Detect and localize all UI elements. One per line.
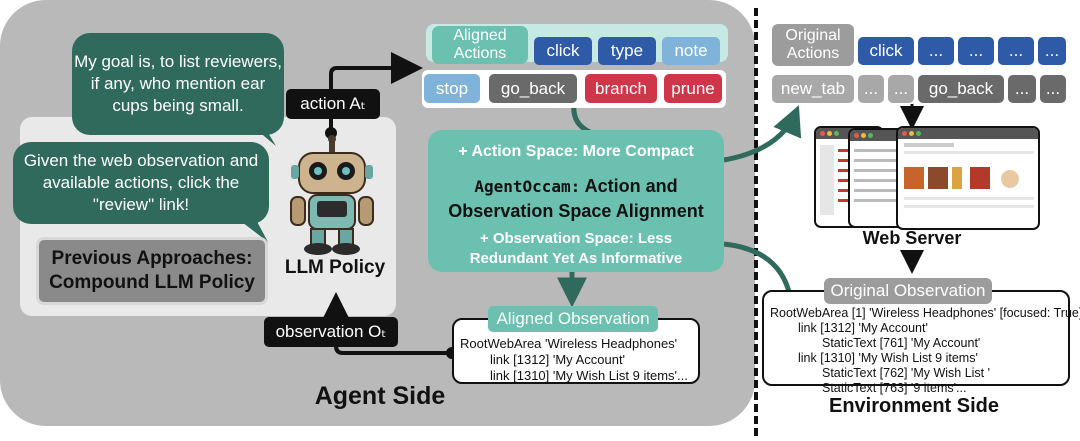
aligned-observation-label: Aligned Observation: [488, 306, 658, 332]
original-action-more: ...: [1038, 37, 1066, 65]
robot-icon: [290, 135, 374, 255]
instruction-text: Given the web observation and available …: [23, 151, 259, 214]
environment-side-label: Environment Side: [828, 395, 1000, 417]
action-arrow: [329, 52, 423, 132]
original-action-more: ...: [958, 37, 994, 65]
original-observation-box: RootWebArea [1] 'Wireless Headphones' [f…: [762, 290, 1080, 395]
llm-policy-label: LLM Policy: [284, 257, 386, 278]
instruction-speech-bubble: Given the web observation and available …: [13, 142, 269, 224]
agentoccam-title: AgentOccam: Action and Observation Space…: [428, 174, 724, 223]
observation-note-b: Redundant Yet As Informative: [469, 250, 683, 267]
original-obs-line: StaticText [762] 'My Wish List ': [822, 366, 991, 380]
center-to-original-actions-arrow: [723, 105, 802, 163]
action-space-note: + Action Space: More Compact: [458, 143, 694, 160]
action-click: click: [534, 37, 592, 65]
action-go-back: go_back: [489, 74, 577, 103]
original-observation-to-center-arrow: [723, 241, 793, 297]
agentoccam-name: AgentOccam:: [474, 177, 581, 196]
aligned-actions-label: Aligned Actions: [432, 26, 528, 64]
original-action-click: click: [858, 37, 914, 65]
original-action-go-back: go_back: [918, 75, 1004, 103]
page-thumbnail-icon: [854, 149, 914, 202]
original-action-more: ...: [998, 37, 1034, 65]
original-action-more: ...: [888, 75, 914, 103]
agentoccam-title-b: Observation Space Alignment: [448, 201, 704, 221]
aligned-obs-line: link [1312] 'My Account': [490, 352, 626, 367]
go-back-to-center-arrow: [571, 103, 592, 135]
observation-space-note: + Observation Space: Less Redundant Yet …: [428, 229, 724, 269]
action-type: type: [598, 37, 656, 65]
original-obs-line: link [1312] 'My Account': [798, 321, 928, 335]
original-action-more: ...: [858, 75, 884, 103]
original-action-more: ...: [918, 37, 954, 65]
web-server-label: Web Server: [862, 228, 962, 248]
action-note: note: [662, 37, 720, 65]
goal-bubble-tail: [252, 126, 276, 146]
original-actions-label: Original Actions: [772, 24, 854, 66]
goal-speech-bubble: My goal is, to list reviewers, if any, w…: [72, 33, 284, 135]
action-tag: action Aₜ: [286, 89, 380, 119]
side-divider: [754, 8, 758, 436]
original-action-more: ...: [1008, 75, 1036, 103]
agentoccam-box: + Action Space: More Compact AgentOccam:…: [428, 130, 724, 272]
action-stop: stop: [424, 74, 480, 103]
original-obs-line: RootWebArea [1] 'Wireless Headphones' [f…: [770, 306, 1080, 320]
observation-note-a: + Observation Space: Less: [479, 230, 673, 247]
goal-text: My goal is, to list reviewers, if any, w…: [74, 52, 282, 115]
action-branch: branch: [585, 74, 657, 103]
shop-page-thumbnail-icon: [904, 143, 1034, 208]
instruction-bubble-tail: [234, 216, 268, 242]
agentoccam-title-a: Action and: [580, 176, 678, 196]
aligned-obs-line: RootWebArea 'Wireless Headphones': [460, 336, 678, 351]
aligned-obs-line: link [1310] 'My Wish List 9 items'...: [490, 368, 688, 383]
observation-tag: observation Oₜ: [264, 317, 398, 347]
original-obs-line: StaticText [761] 'My Account': [822, 336, 981, 350]
action-prune: prune: [664, 74, 722, 103]
agent-side-label: Agent Side: [314, 382, 446, 410]
original-action-more: ...: [1040, 75, 1066, 103]
previous-approaches-label: Previous Approaches: Compound LLM Policy: [36, 237, 268, 305]
original-obs-line: StaticText [763] '9 items'...: [822, 381, 967, 395]
original-observation-label: Original Observation: [824, 278, 992, 304]
original-action-new-tab: new_tab: [772, 75, 854, 103]
browser-window-front: [896, 126, 1040, 230]
original-obs-line: link [1310] 'My Wish List 9 items': [798, 351, 978, 365]
